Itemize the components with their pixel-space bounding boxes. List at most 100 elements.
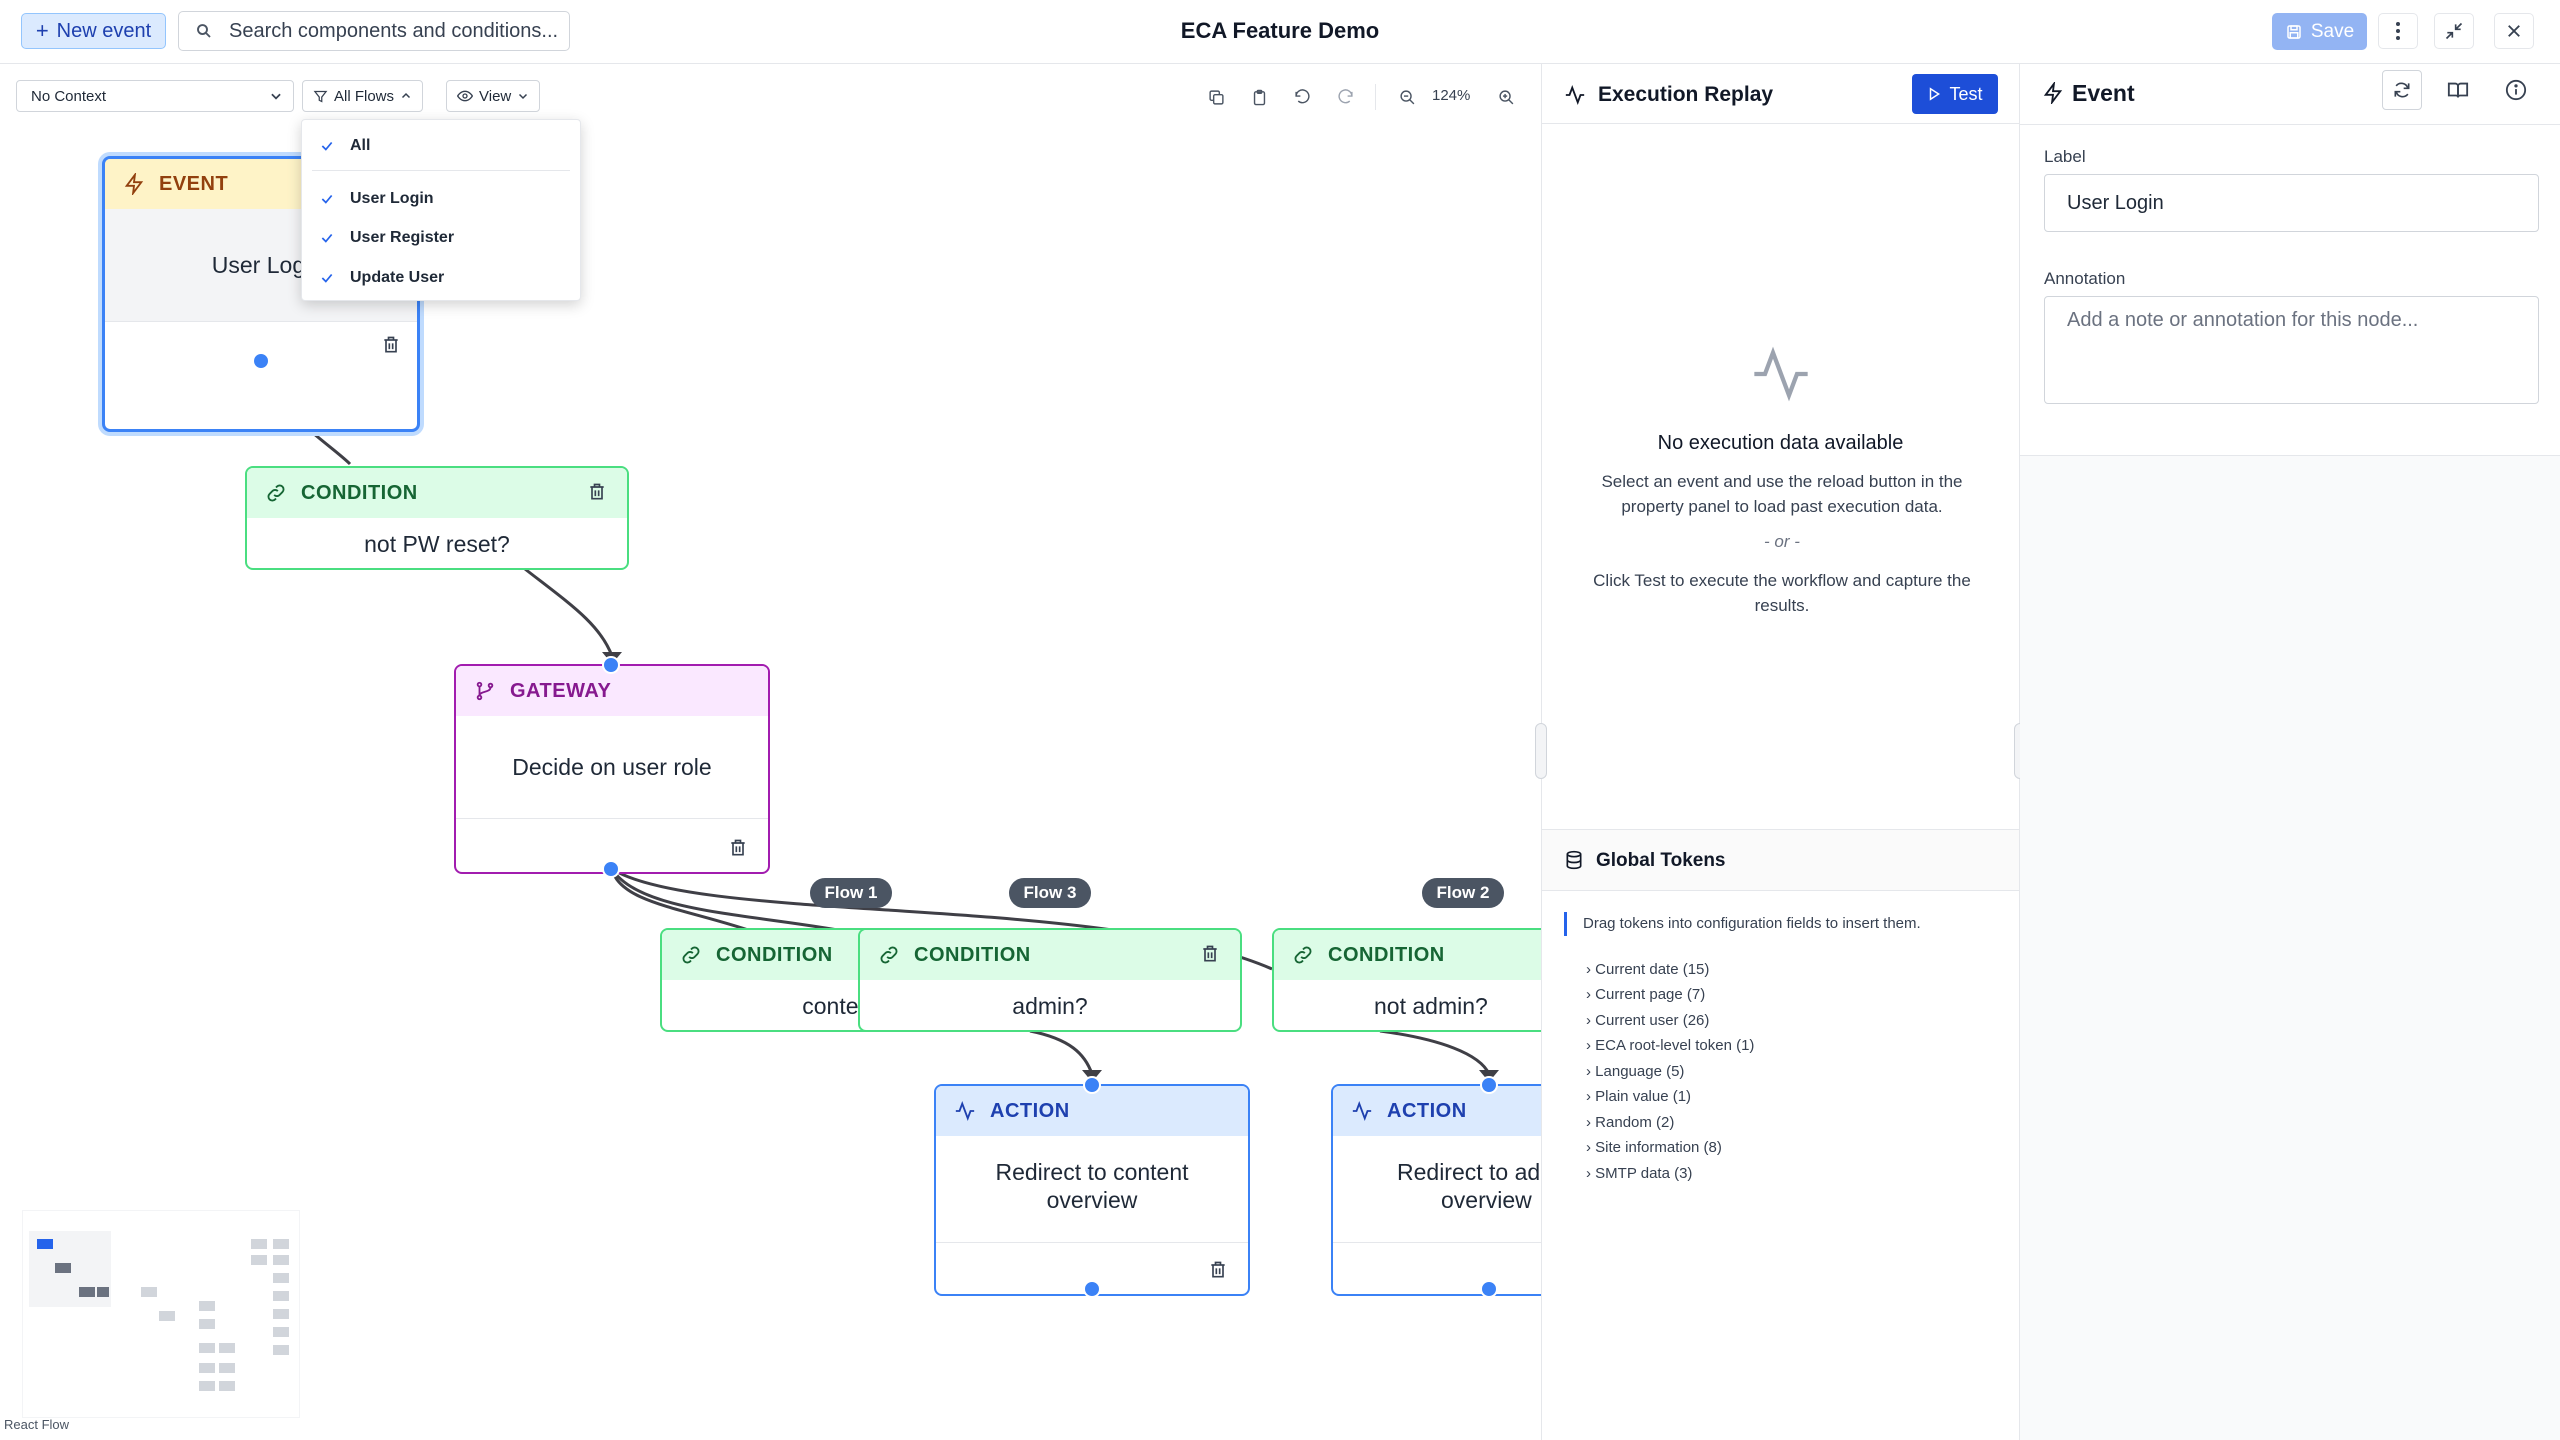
action-node-label: Redirect to content overview bbox=[936, 1158, 1248, 1214]
more-options-button[interactable] bbox=[2378, 13, 2418, 49]
minimap-node bbox=[199, 1363, 215, 1373]
token-item[interactable]: › SMTP data (3) bbox=[1586, 1165, 1693, 1182]
flows-menu-item-all[interactable]: All bbox=[320, 137, 370, 155]
gateway-output-handle[interactable] bbox=[602, 860, 620, 878]
condition-node-admin[interactable]: CONDITION admin? bbox=[858, 928, 1242, 1032]
token-item[interactable]: › Plain value (1) bbox=[1586, 1088, 1692, 1105]
minimap-node bbox=[273, 1239, 289, 1249]
bolt-icon bbox=[124, 173, 144, 195]
trash-icon[interactable] bbox=[1200, 944, 1220, 964]
action-node-content[interactable]: ACTION Redirect to content overview bbox=[934, 1084, 1250, 1296]
execution-replay-panel: Execution Replay Test No execution data … bbox=[1541, 64, 2020, 1440]
flows-menu-item-user-register[interactable]: User Register bbox=[320, 229, 454, 247]
save-icon bbox=[2287, 24, 2301, 39]
flows-menu-item-user-login[interactable]: User Login bbox=[320, 190, 434, 208]
gateway-input-handle[interactable] bbox=[602, 656, 620, 674]
token-item[interactable]: › Current user (26) bbox=[1586, 1012, 1710, 1029]
label-field-label: Label bbox=[2044, 147, 2086, 166]
token-item[interactable]: › ECA root-level token (1) bbox=[1586, 1037, 1755, 1054]
action-node-type: ACTION bbox=[1387, 1099, 1467, 1122]
paste-button[interactable] bbox=[1246, 84, 1272, 110]
annotation-textarea[interactable]: Add a note or annotation for this node..… bbox=[2044, 296, 2539, 404]
search-input[interactable]: Search components and conditions... bbox=[178, 11, 570, 51]
minimize-icon bbox=[2445, 22, 2463, 40]
token-label: Language (5) bbox=[1595, 1063, 1685, 1080]
close-button[interactable] bbox=[2494, 13, 2534, 49]
trash-icon[interactable] bbox=[728, 838, 748, 858]
bolt-icon bbox=[2043, 82, 2063, 104]
docs-button[interactable] bbox=[2438, 70, 2478, 110]
canvas-panel-resizer[interactable] bbox=[1535, 723, 1547, 779]
flows-menu-item-update-user[interactable]: Update User bbox=[320, 269, 444, 287]
undo-icon bbox=[1294, 88, 1310, 103]
event-output-handle[interactable] bbox=[252, 352, 270, 370]
tokens-hint: Drag tokens into configuration fields to… bbox=[1564, 912, 1921, 936]
edge-gateway-flow3 bbox=[610, 868, 861, 936]
react-flow-attribution[interactable]: React Flow bbox=[4, 1417, 70, 1432]
condition-node-type: CONDITION bbox=[301, 481, 418, 504]
token-item[interactable]: › Current page (7) bbox=[1586, 986, 1706, 1003]
token-item[interactable]: › Site information (8) bbox=[1586, 1139, 1722, 1156]
action-node-label-line2: overview bbox=[1046, 1187, 1138, 1213]
divider bbox=[2020, 124, 2560, 125]
minimap-node bbox=[273, 1273, 289, 1283]
chevron-down-icon bbox=[519, 93, 528, 100]
zoom-level: 124% bbox=[1432, 87, 1471, 104]
new-event-button[interactable]: + New event bbox=[21, 13, 166, 49]
token-item[interactable]: › Random (2) bbox=[1586, 1114, 1675, 1131]
action-node-label-line1: Redirect to ad bbox=[1397, 1159, 1541, 1185]
label-input[interactable]: User Login bbox=[2044, 174, 2539, 232]
edge-gateway-content bbox=[610, 868, 761, 936]
redo-button[interactable] bbox=[1332, 84, 1358, 110]
check-icon bbox=[321, 141, 333, 151]
info-button[interactable] bbox=[2496, 70, 2536, 110]
reload-button[interactable] bbox=[2382, 70, 2422, 110]
action-node-admin[interactable]: ACTION Redirect to ad overview bbox=[1331, 1084, 1541, 1296]
book-icon bbox=[2447, 82, 2469, 98]
save-button[interactable]: Save bbox=[2272, 13, 2367, 50]
action-content-output-handle[interactable] bbox=[1083, 1280, 1101, 1298]
flow-badge-1: Flow 1 bbox=[810, 878, 892, 908]
gateway-node[interactable]: GATEWAY Decide on user role bbox=[454, 664, 770, 874]
trash-icon[interactable] bbox=[381, 335, 401, 355]
action-admin-input-handle[interactable] bbox=[1480, 1076, 1498, 1094]
undo-button[interactable] bbox=[1289, 84, 1315, 110]
flows-menu-label: All bbox=[350, 137, 371, 154]
copy-button[interactable] bbox=[1203, 84, 1229, 110]
minimap[interactable] bbox=[22, 1210, 300, 1418]
plus-icon: + bbox=[35, 18, 49, 43]
zoom-out-button[interactable] bbox=[1394, 84, 1420, 110]
condition-node-pw-reset[interactable]: CONDITION not PW reset? bbox=[245, 466, 629, 570]
trash-icon[interactable] bbox=[1208, 1260, 1228, 1280]
token-item[interactable]: › Language (5) bbox=[1586, 1063, 1685, 1080]
activity-icon bbox=[1352, 1101, 1372, 1121]
token-item[interactable]: › Current date (15) bbox=[1586, 961, 1710, 978]
branch-icon bbox=[476, 681, 494, 701]
activity-icon bbox=[955, 1101, 975, 1121]
event-node-type: EVENT bbox=[159, 172, 229, 195]
condition-node-not-admin[interactable]: CONDITION not admin? bbox=[1272, 928, 1541, 1032]
condition-node-label: not admin? bbox=[1374, 993, 1488, 1019]
zoom-in-button[interactable] bbox=[1493, 84, 1519, 110]
view-button[interactable]: View bbox=[446, 80, 541, 112]
test-label: Test bbox=[1949, 83, 1983, 104]
annotation-field-label: Annotation bbox=[2044, 269, 2126, 288]
divider bbox=[936, 1242, 1248, 1243]
trash-icon[interactable] bbox=[587, 482, 607, 502]
action-content-input-handle[interactable] bbox=[1083, 1076, 1101, 1094]
action-node-label-line2: overview bbox=[1441, 1187, 1532, 1213]
context-select[interactable]: No Context bbox=[16, 80, 294, 112]
test-button[interactable]: Test bbox=[1912, 74, 1998, 114]
flows-filter-button[interactable]: All Flows bbox=[302, 80, 424, 112]
minimap-node bbox=[199, 1319, 215, 1329]
filter-icon bbox=[313, 90, 328, 103]
collapse-button[interactable] bbox=[2434, 13, 2474, 49]
condition-node-label: not PW reset? bbox=[364, 531, 510, 557]
minimap-node bbox=[141, 1287, 157, 1297]
search-icon bbox=[197, 24, 211, 38]
database-icon bbox=[1566, 850, 1582, 870]
flow-canvas[interactable]: EVENT User Logi CONDITION not PW reset? … bbox=[0, 64, 1541, 1440]
condition-node-type: CONDITION bbox=[1328, 943, 1445, 966]
action-admin-output-handle[interactable] bbox=[1480, 1280, 1498, 1298]
check-icon bbox=[321, 273, 333, 283]
